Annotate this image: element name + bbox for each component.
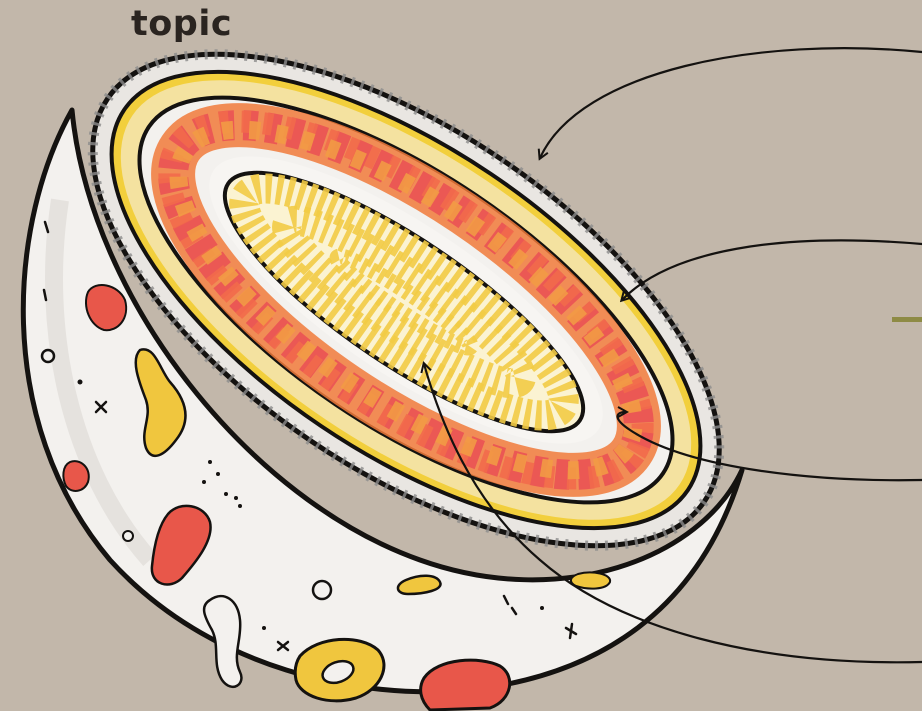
- arrow-rind-layer: [622, 240, 922, 300]
- label-connector-accent: [892, 317, 922, 322]
- arrow-outer-layer: [540, 48, 922, 158]
